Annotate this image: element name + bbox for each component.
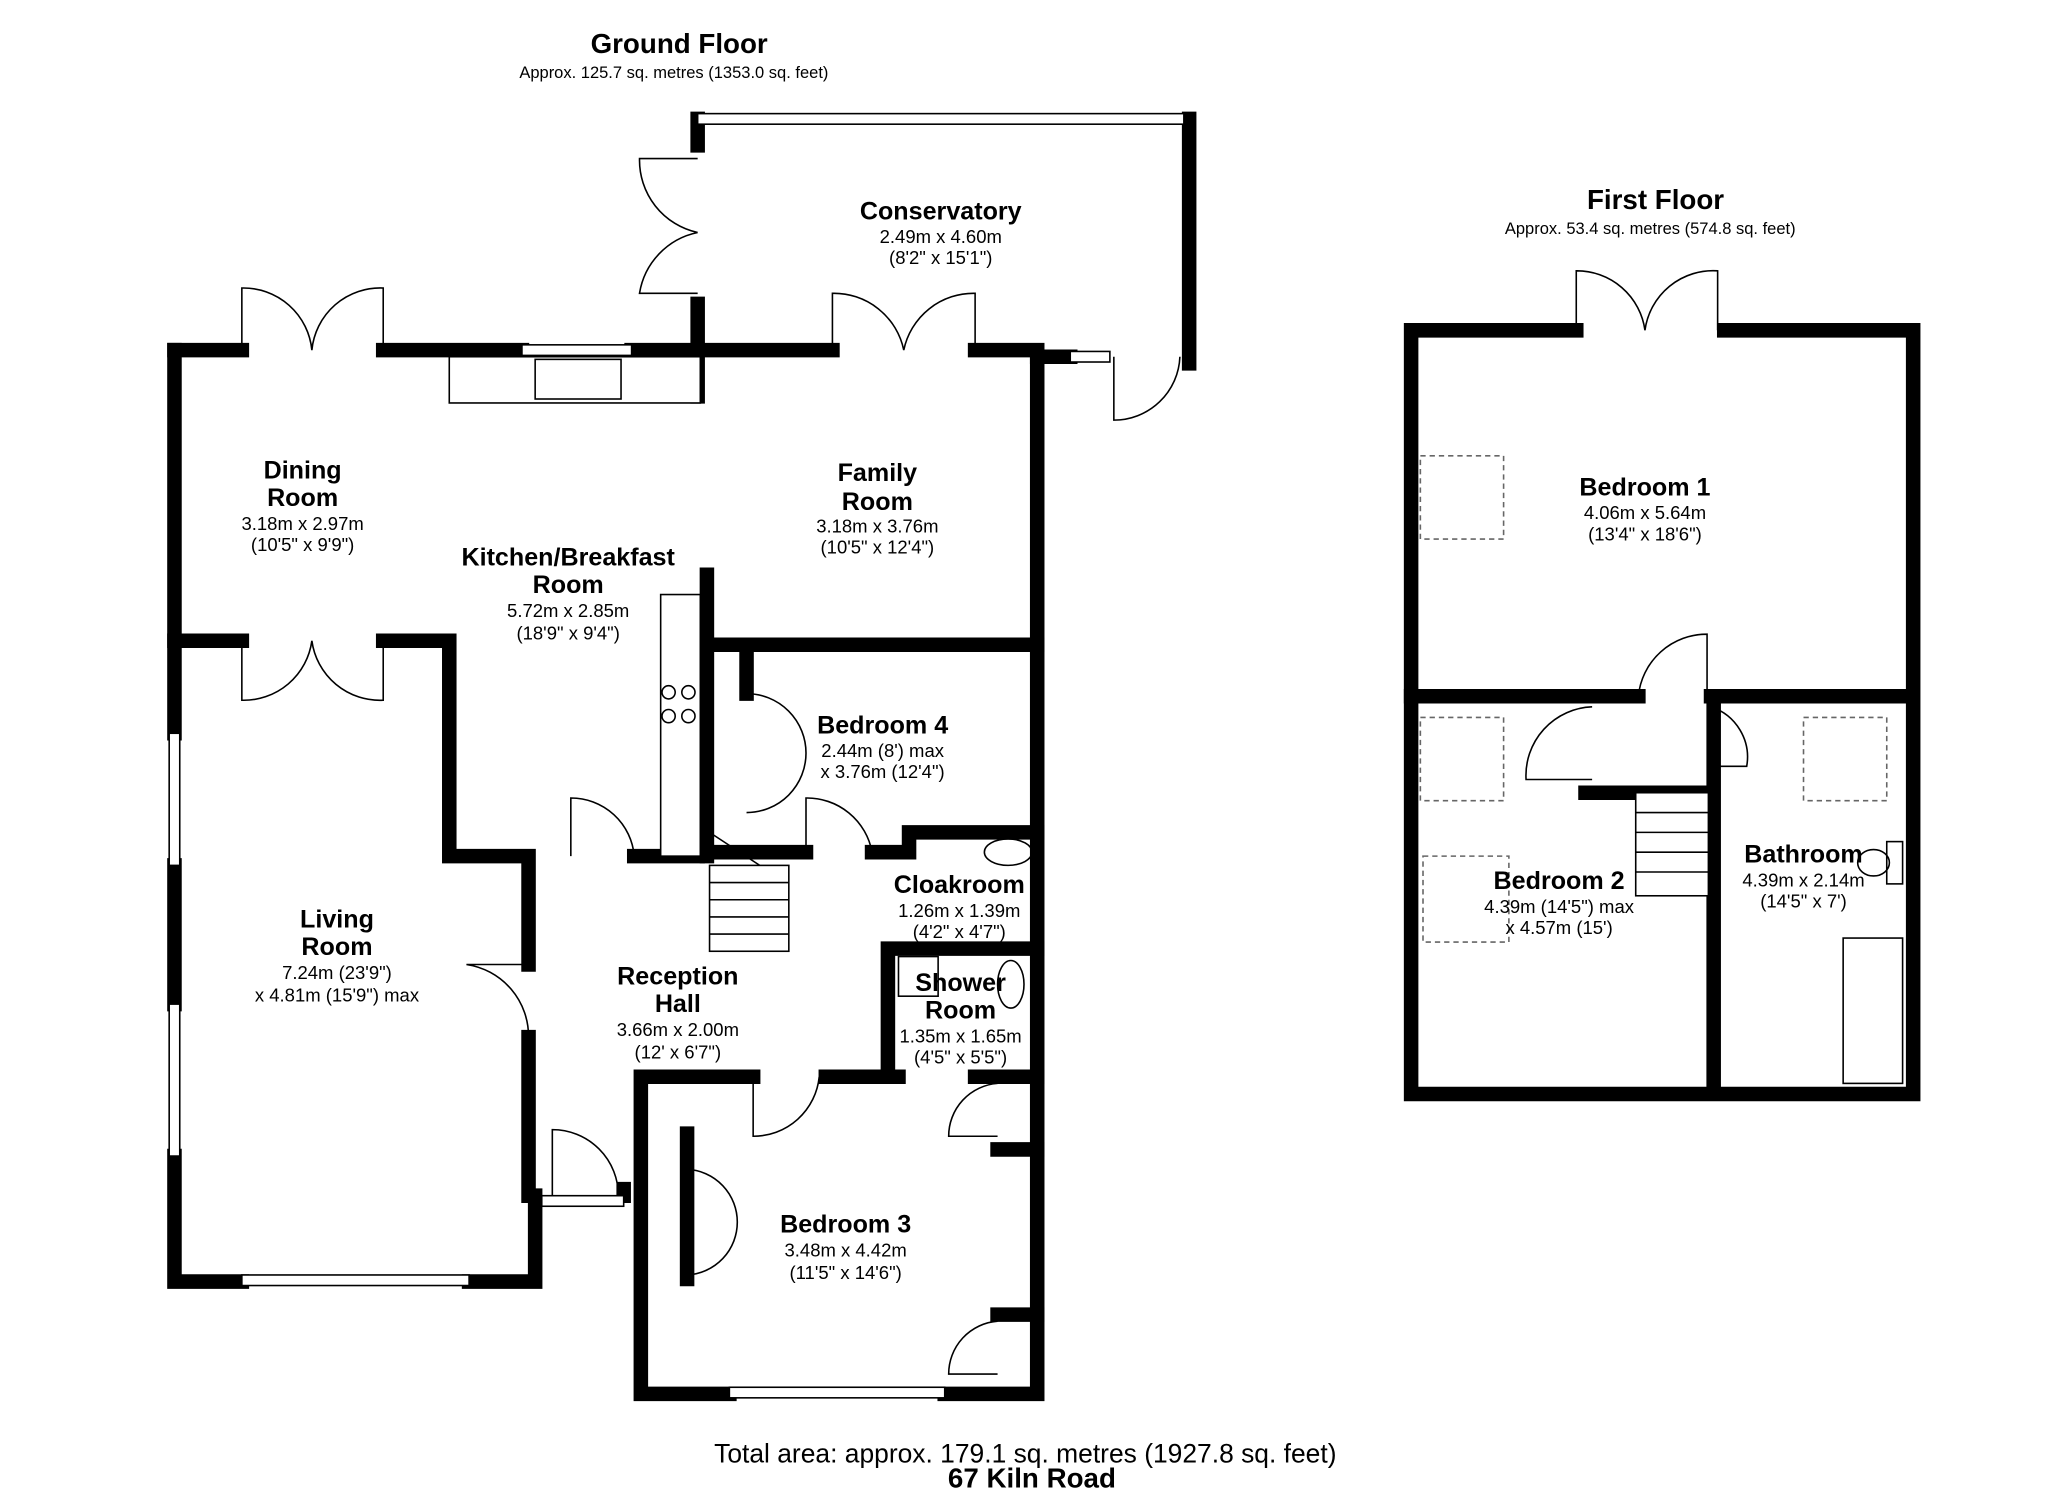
svg-text:Kitchen/Breakfast: Kitchen/Breakfast [461,543,675,571]
svg-text:4.39m (14'5") max: 4.39m (14'5") max [1484,896,1635,917]
first-floor-area: Approx. 53.4 sq. metres (574.8 sq. feet) [1505,220,1796,238]
svg-text:4.06m x 5.64m: 4.06m x 5.64m [1584,502,1706,523]
svg-text:Reception: Reception [617,962,738,990]
svg-text:Bedroom 2: Bedroom 2 [1494,867,1625,895]
svg-text:3.18m x 2.97m: 3.18m x 2.97m [241,513,363,534]
toilet-icon [996,959,1025,1009]
svg-text:Room: Room [267,484,338,512]
svg-text:x 3.76m (12'4"): x 3.76m (12'4") [821,761,945,782]
svg-text:1.26m x 1.39m: 1.26m x 1.39m [898,900,1020,921]
toilet-icon [983,838,1033,867]
ground-floor-doors [241,157,1181,1375]
svg-text:4.39m x 2.14m: 4.39m x 2.14m [1742,870,1864,891]
room-bathroom: Bathroom 4.39m x 2.14m (14'5" x 7') [1742,841,1864,912]
room-conservatory: Conservatory 2.49m x 4.60m (8'2" x 15'1"… [860,197,1022,268]
svg-text:7.24m (23'9"): 7.24m (23'9") [282,962,392,983]
svg-text:Cloakroom: Cloakroom [894,871,1025,899]
svg-text:3.48m x 4.42m: 3.48m x 4.42m [785,1239,907,1260]
svg-text:2.49m x 4.60m: 2.49m x 4.60m [880,226,1002,247]
svg-text:Hall: Hall [655,990,701,1018]
first-floor-title: First Floor [1587,184,1724,215]
room-shower-room: Shower Room 1.35m x 1.65m (4'5" x 5'5") [899,969,1021,1068]
sink-icon [534,358,622,400]
first-floor-walls [1403,269,1921,1102]
svg-text:Conservatory: Conservatory [860,197,1022,225]
svg-text:(18'9" x 9'4"): (18'9" x 9'4") [516,622,619,643]
svg-text:(4'5" x 5'5"): (4'5" x 5'5") [914,1047,1007,1068]
svg-text:Bedroom 1: Bedroom 1 [1579,473,1710,501]
svg-text:5.72m x 2.85m: 5.72m x 2.85m [507,600,629,621]
svg-text:(10'5" x 12'4"): (10'5" x 12'4") [821,537,935,558]
svg-text:(13'4" x 18'6"): (13'4" x 18'6") [1588,523,1702,544]
svg-text:Room: Room [842,488,913,516]
shower-tray-icon [897,955,939,997]
svg-text:Bedroom 3: Bedroom 3 [780,1211,911,1239]
svg-text:(11'5" x 14'6"): (11'5" x 14'6") [789,1262,901,1283]
ground-floor-title: Ground Floor [591,28,768,59]
bath-icon [1842,937,1904,1085]
room-cloakroom: Cloakroom 1.26m x 1.39m (4'2" x 4'7") [894,871,1025,942]
svg-text:3.66m x 2.00m: 3.66m x 2.00m [617,1019,739,1040]
room-family-room: Family Room 3.18m x 3.76m (10'5" x 12'4"… [816,459,938,558]
svg-text:Dining: Dining [264,456,342,484]
svg-text:2.44m (8') max: 2.44m (8') max [821,740,944,761]
room-reception-hall: Reception Hall 3.66m x 2.00m (12' x 6'7"… [617,962,739,1062]
svg-text:Room: Room [533,571,604,599]
address: 67 Kiln Road [948,1463,1116,1489]
total-area: Total area: approx. 179.1 sq. metres (19… [714,1439,1336,1469]
svg-text:x 4.57m (15'): x 4.57m (15') [1505,917,1612,938]
room-living-room: Living Room 7.24m (23'9") x 4.81m (15'9"… [255,905,420,1005]
svg-text:Family: Family [838,459,918,487]
room-dining-room: Dining Room 3.18m x 2.97m (10'5" x 9'9") [241,456,363,555]
svg-text:(4'2" x 4'7"): (4'2" x 4'7") [913,921,1006,942]
room-bedroom-2: Bedroom 2 4.39m (14'5") max x 4.57m (15'… [1484,867,1635,938]
stairs-icon [1634,791,1710,897]
svg-text:3.18m x 3.76m: 3.18m x 3.76m [816,515,938,536]
svg-text:1.35m x 1.65m: 1.35m x 1.65m [899,1025,1021,1046]
stairs-icon [708,831,790,953]
svg-text:Bedroom 4: Bedroom 4 [817,711,948,739]
svg-text:Room: Room [301,933,372,961]
room-bedroom-1: Bedroom 1 4.06m x 5.64m (13'4" x 18'6") [1579,473,1710,544]
svg-text:Room: Room [925,997,996,1025]
svg-text:Bathroom: Bathroom [1744,841,1863,869]
svg-text:(8'2" x 15'1"): (8'2" x 15'1") [889,247,992,268]
ground-floor-walls [167,111,1197,1402]
svg-text:(12' x 6'7"): (12' x 6'7") [635,1041,722,1062]
svg-text:(10'5" x 9'9"): (10'5" x 9'9") [251,534,354,555]
ground-floor-area: Approx. 125.7 sq. metres (1353.0 sq. fee… [519,64,828,82]
svg-text:Living: Living [300,905,374,933]
room-kitchen-breakfast: Kitchen/Breakfast Room 5.72m x 2.85m (18… [461,543,675,643]
room-bedroom-4: Bedroom 4 2.44m (8') max x 3.76m (12'4") [817,711,948,782]
svg-text:x 4.81m (15'9") max: x 4.81m (15'9") max [255,984,420,1005]
svg-text:Shower: Shower [915,969,1006,997]
svg-text:(14'5" x 7'): (14'5" x 7') [1760,891,1847,912]
toilet-icon [1856,848,1891,877]
ground-floor-windows [168,112,1185,1399]
room-bedroom-3: Bedroom 3 3.48m x 4.42m (11'5" x 14'6") [780,1211,911,1283]
